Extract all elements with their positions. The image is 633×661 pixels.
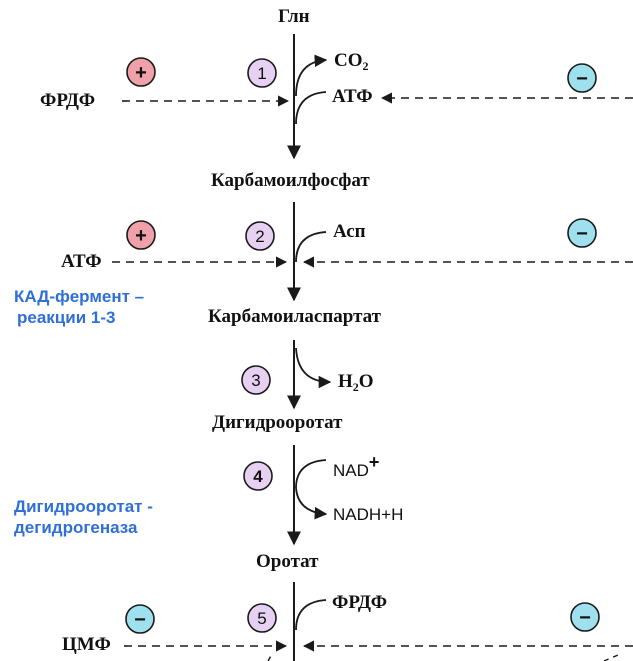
dashed-tail-left bbox=[267, 653, 273, 661]
regulator-cmp: ЦМФ bbox=[62, 634, 111, 655]
enzyme-cad-label: КАД-фермент – реакции 1-3 bbox=[14, 287, 145, 327]
svg-text:−: − bbox=[134, 609, 146, 631]
step-5-badge: 5 bbox=[247, 603, 277, 633]
enzyme-dhodh-label: Дигидрооротат - дегидрогеназа bbox=[14, 497, 153, 537]
cosubstrate-atp: АТФ bbox=[332, 86, 373, 107]
h2o-curve bbox=[295, 347, 332, 389]
dashed-tail-right bbox=[603, 654, 619, 661]
cosubstrate-asp: Асп bbox=[333, 221, 366, 242]
cosubstrate-h2o: H2O bbox=[338, 371, 374, 394]
step-1-badge: 1 bbox=[247, 58, 277, 88]
minus-icon: − bbox=[567, 218, 597, 248]
minus-icon: − bbox=[567, 63, 597, 93]
step-3-badge: 3 bbox=[241, 365, 271, 395]
metabolite-gln: Глн bbox=[278, 6, 310, 27]
step-4-badge: 4 bbox=[243, 461, 273, 491]
cosubstrate-frdf: ФРДФ bbox=[332, 592, 388, 613]
svg-text:−: − bbox=[576, 223, 588, 245]
minus-icon: − bbox=[570, 602, 600, 632]
cosubstrate-nad: NAD+ bbox=[333, 452, 380, 480]
svg-text:5: 5 bbox=[257, 609, 266, 628]
metabolite-carbamoyl-aspartate: Карбамоиласпартат bbox=[208, 306, 381, 327]
svg-text:3: 3 bbox=[251, 371, 260, 390]
cosubstrate-nadh: NADH+H bbox=[333, 505, 404, 524]
asp-curve bbox=[295, 231, 327, 263]
svg-text:2: 2 bbox=[255, 227, 264, 246]
metabolite-carbamoyl-phosphate: Карбамоилфосфат bbox=[211, 170, 370, 191]
metabolite-dihydroorotate: Дигидрооротат bbox=[212, 412, 343, 433]
atp-curve bbox=[295, 91, 327, 125]
svg-text:−: − bbox=[576, 68, 588, 90]
frdf-5-curve bbox=[295, 599, 327, 631]
metabolite-orotate: Оротат bbox=[256, 551, 319, 572]
regulator-frdf: ФРДФ bbox=[40, 90, 96, 111]
svg-text:+: + bbox=[135, 225, 147, 247]
plus-icon: + bbox=[126, 57, 156, 87]
svg-text:−: − bbox=[579, 607, 591, 629]
nad-curve bbox=[295, 459, 327, 489]
svg-text:+: + bbox=[135, 62, 147, 84]
cosubstrate-co2: CO2 bbox=[334, 50, 369, 73]
nadh-curve bbox=[295, 487, 328, 520]
step-2-badge: 2 bbox=[245, 221, 275, 251]
svg-text:4: 4 bbox=[253, 467, 263, 486]
plus-icon: + bbox=[126, 220, 156, 250]
co2-curve bbox=[295, 54, 328, 97]
minus-icon: − bbox=[125, 604, 155, 634]
regulator-atp: АТФ bbox=[61, 251, 102, 272]
svg-text:1: 1 bbox=[257, 64, 266, 83]
